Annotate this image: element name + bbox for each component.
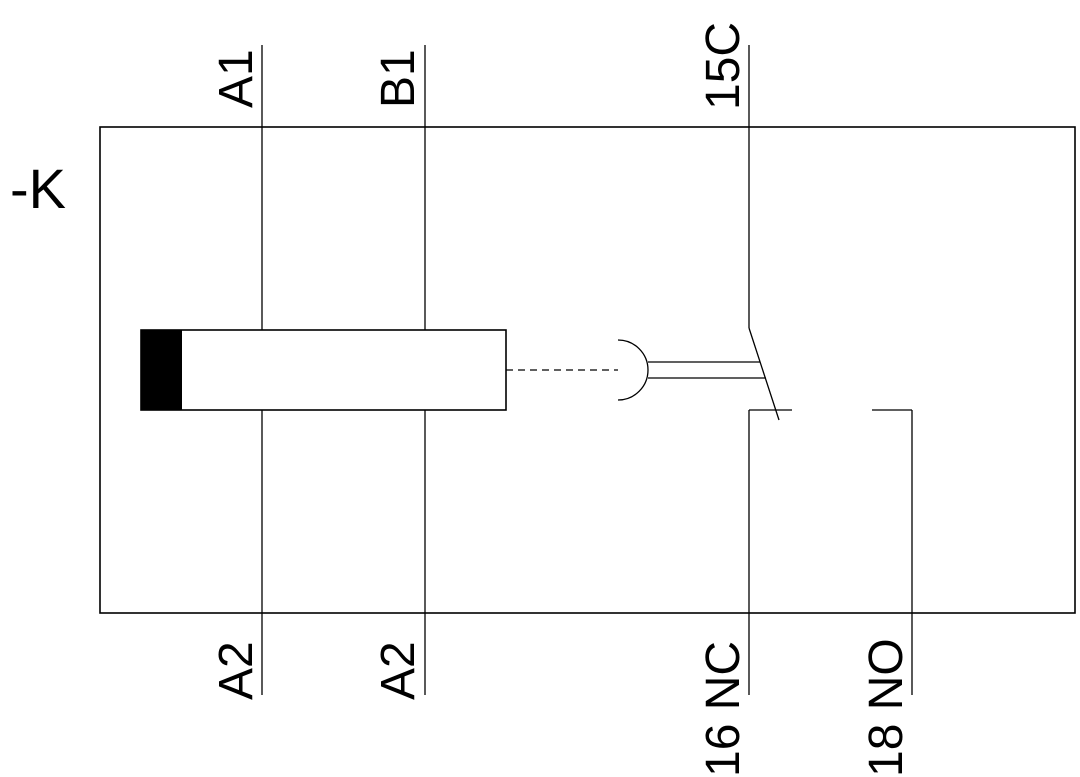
terminal-label-b1: B1 — [372, 49, 425, 108]
device-designation: -K — [10, 157, 66, 220]
terminal-label-a2-left: A2 — [210, 641, 263, 700]
coil-timing-marker — [141, 330, 182, 410]
terminal-label-16nc: 16 NC — [697, 641, 750, 777]
relay-coil — [140, 329, 507, 411]
contact-blade — [748, 327, 780, 421]
device-enclosure — [99, 126, 1076, 614]
terminal-label-15c: 15C — [697, 22, 750, 110]
terminal-label-18no: 18 NO — [860, 638, 913, 777]
delay-element — [617, 339, 649, 401]
terminal-label-a1: A1 — [210, 49, 263, 108]
terminal-label-a2-right: A2 — [372, 641, 425, 700]
